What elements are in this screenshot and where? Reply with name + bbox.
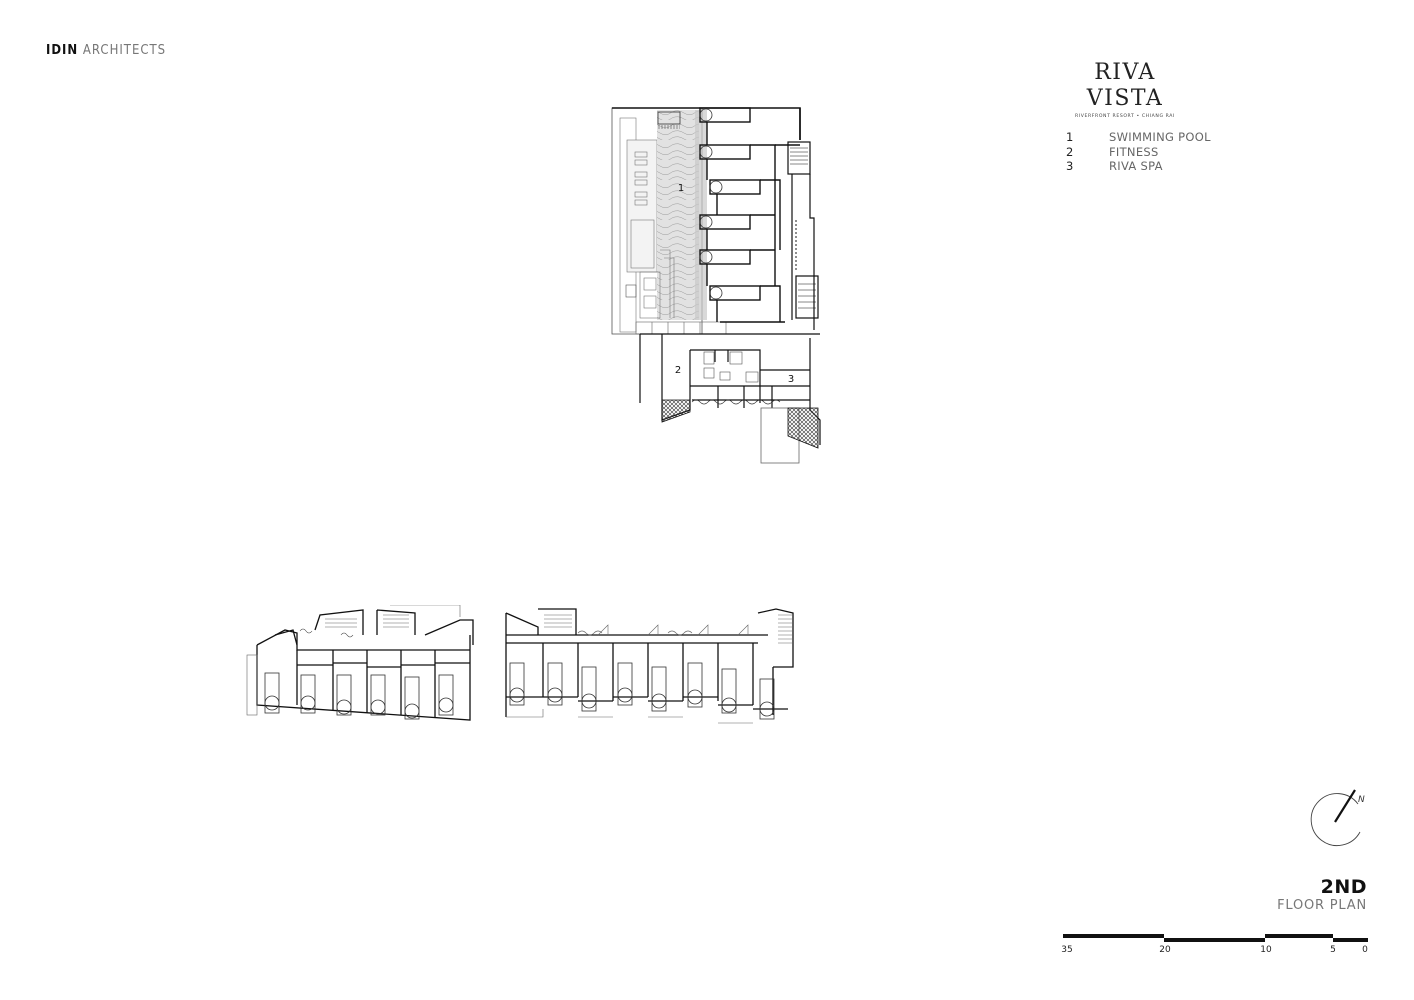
legend-item: 2 FITNESS — [1066, 145, 1211, 160]
scale-tick: 35 — [1061, 945, 1073, 955]
legend-label: FITNESS — [1109, 144, 1159, 159]
brand-subtitle: RIVERFRONT RESORT • CHIANG RAI — [1075, 114, 1175, 119]
spa-label: 3 — [788, 374, 794, 385]
legend-label: SWIMMING POOL — [1109, 130, 1211, 144]
firm-name-light: ARCHITECTS — [82, 43, 167, 58]
north-label: N — [1358, 795, 1365, 805]
firm-name-bold: IDIN — [46, 43, 79, 58]
main-building-plan: 1 — [600, 100, 840, 470]
west-wing-drawing — [246, 605, 474, 721]
main-plan-drawing: 1 — [611, 107, 821, 464]
east-room-wing-plan — [498, 605, 803, 725]
brand-logo: RIVA VISTA RIVERFRONT RESORT • CHIANG RA… — [1062, 60, 1188, 119]
legend-number: 2 — [1066, 144, 1074, 159]
scale-tick: 10 — [1260, 945, 1272, 955]
legend: 1 SWIMMING POOL 2 FITNESS 3 RIVA SPA — [1066, 130, 1211, 174]
east-wing-drawing — [505, 608, 794, 724]
west-room-wing-plan — [245, 605, 475, 725]
scale-bar-graphic — [1063, 934, 1368, 942]
firm-name: IDIN ARCHITECTS — [46, 43, 166, 58]
brand-name: RIVA VISTA — [1086, 60, 1164, 111]
legend-item: 1 SWIMMING POOL — [1066, 130, 1211, 145]
drawing-type: FLOOR PLAN — [1277, 898, 1367, 913]
scale-tick: 0 — [1362, 945, 1368, 955]
legend-label: RIVA SPA — [1109, 159, 1163, 173]
scale-bar: 35 20 10 5 0 — [1061, 933, 1368, 963]
drawing-title: 2ND FLOOR PLAN — [1277, 876, 1367, 914]
scale-tick: 20 — [1159, 945, 1171, 955]
legend-number: 1 — [1066, 130, 1074, 144]
legend-item: 3 RIVA SPA — [1066, 159, 1211, 174]
scale-tick: 5 — [1330, 945, 1336, 955]
north-arrow-icon: N — [1300, 782, 1370, 856]
legend-number: 3 — [1066, 159, 1074, 173]
fitness-label: 2 — [675, 365, 681, 376]
pool-label: 1 — [678, 183, 684, 194]
floor-level: 2ND — [1320, 876, 1367, 898]
